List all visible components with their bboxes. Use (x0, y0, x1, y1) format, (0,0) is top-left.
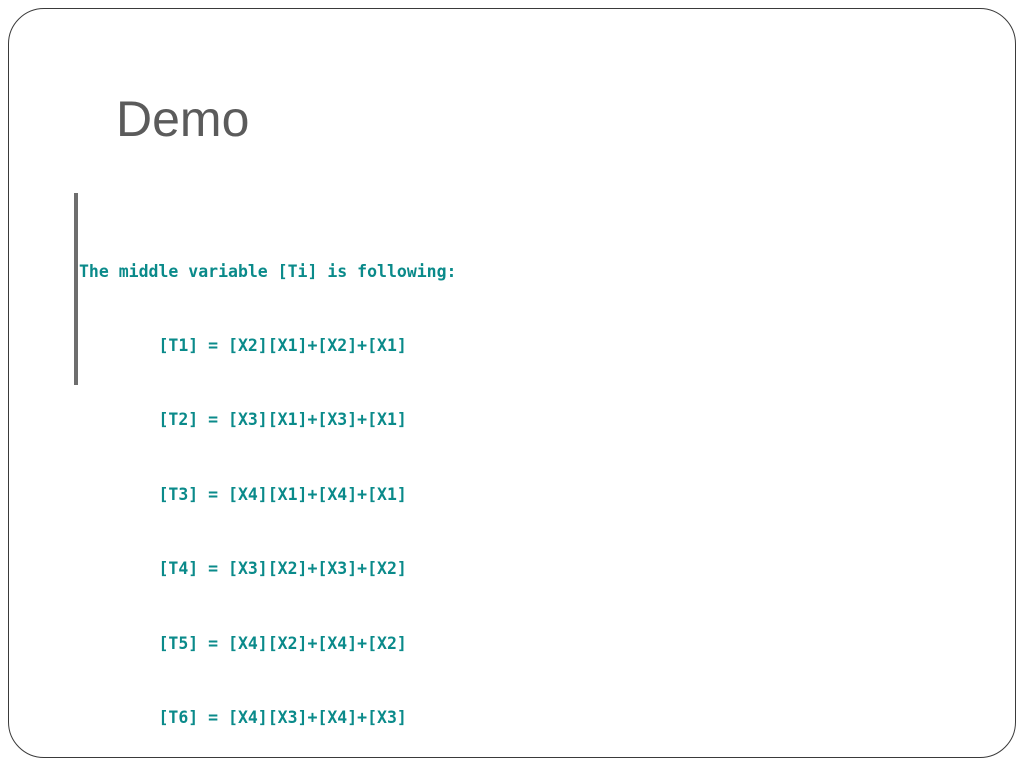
console-line-t2: [T2] = [X3][X1]+[X3]+[X1] (79, 410, 407, 430)
slide-title: Demo (116, 91, 250, 147)
console-line-t3: [T3] = [X4][X1]+[X4]+[X1] (79, 484, 407, 504)
console-header-line: The middle variable [Ti] is following: (79, 261, 457, 281)
console-left-border (74, 193, 78, 385)
slide-frame: Demo The middle variable [Ti] is followi… (8, 8, 1016, 758)
console-output: The middle variable [Ti] is following: [… (79, 210, 457, 780)
console-line-t1: [T1] = [X2][X1]+[X2]+[X1] (79, 335, 407, 355)
console-line-t6: [T6] = [X4][X3]+[X4]+[X3] (79, 707, 407, 727)
console-line-t4: [T4] = [X3][X2]+[X3]+[X2] (79, 559, 407, 579)
console-line-t5: [T5] = [X4][X2]+[X4]+[X2] (79, 633, 407, 653)
